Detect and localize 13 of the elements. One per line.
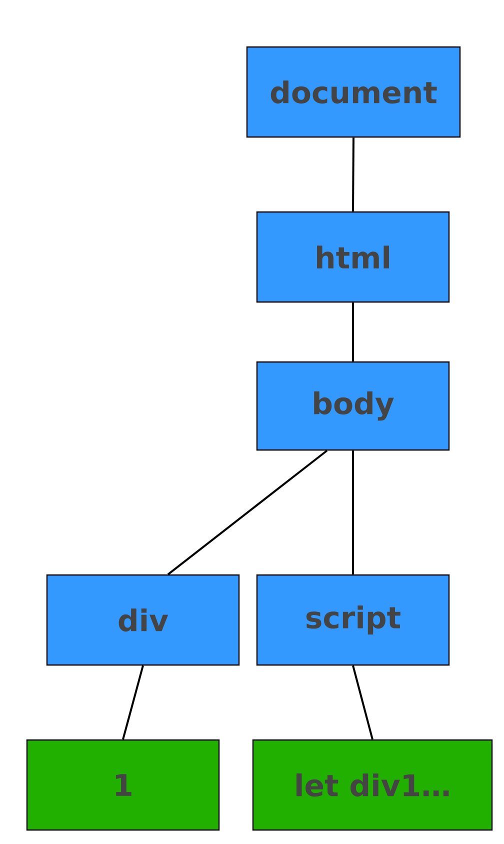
connector-line [352,138,354,212]
connector-line [122,665,144,740]
connector-line [352,450,354,574]
tree-node-box: script [256,574,450,666]
leaf-node-box: 1 [26,739,220,831]
tree-node-box: div [46,574,240,666]
connector-line [352,665,374,740]
tree-node-box: html [256,211,450,303]
tree-node-box: body [256,361,450,451]
connector-line [167,450,328,576]
connector-line [352,302,354,362]
leaf-node-box: let div1… [252,739,493,831]
tree-node-box: document [246,46,461,138]
